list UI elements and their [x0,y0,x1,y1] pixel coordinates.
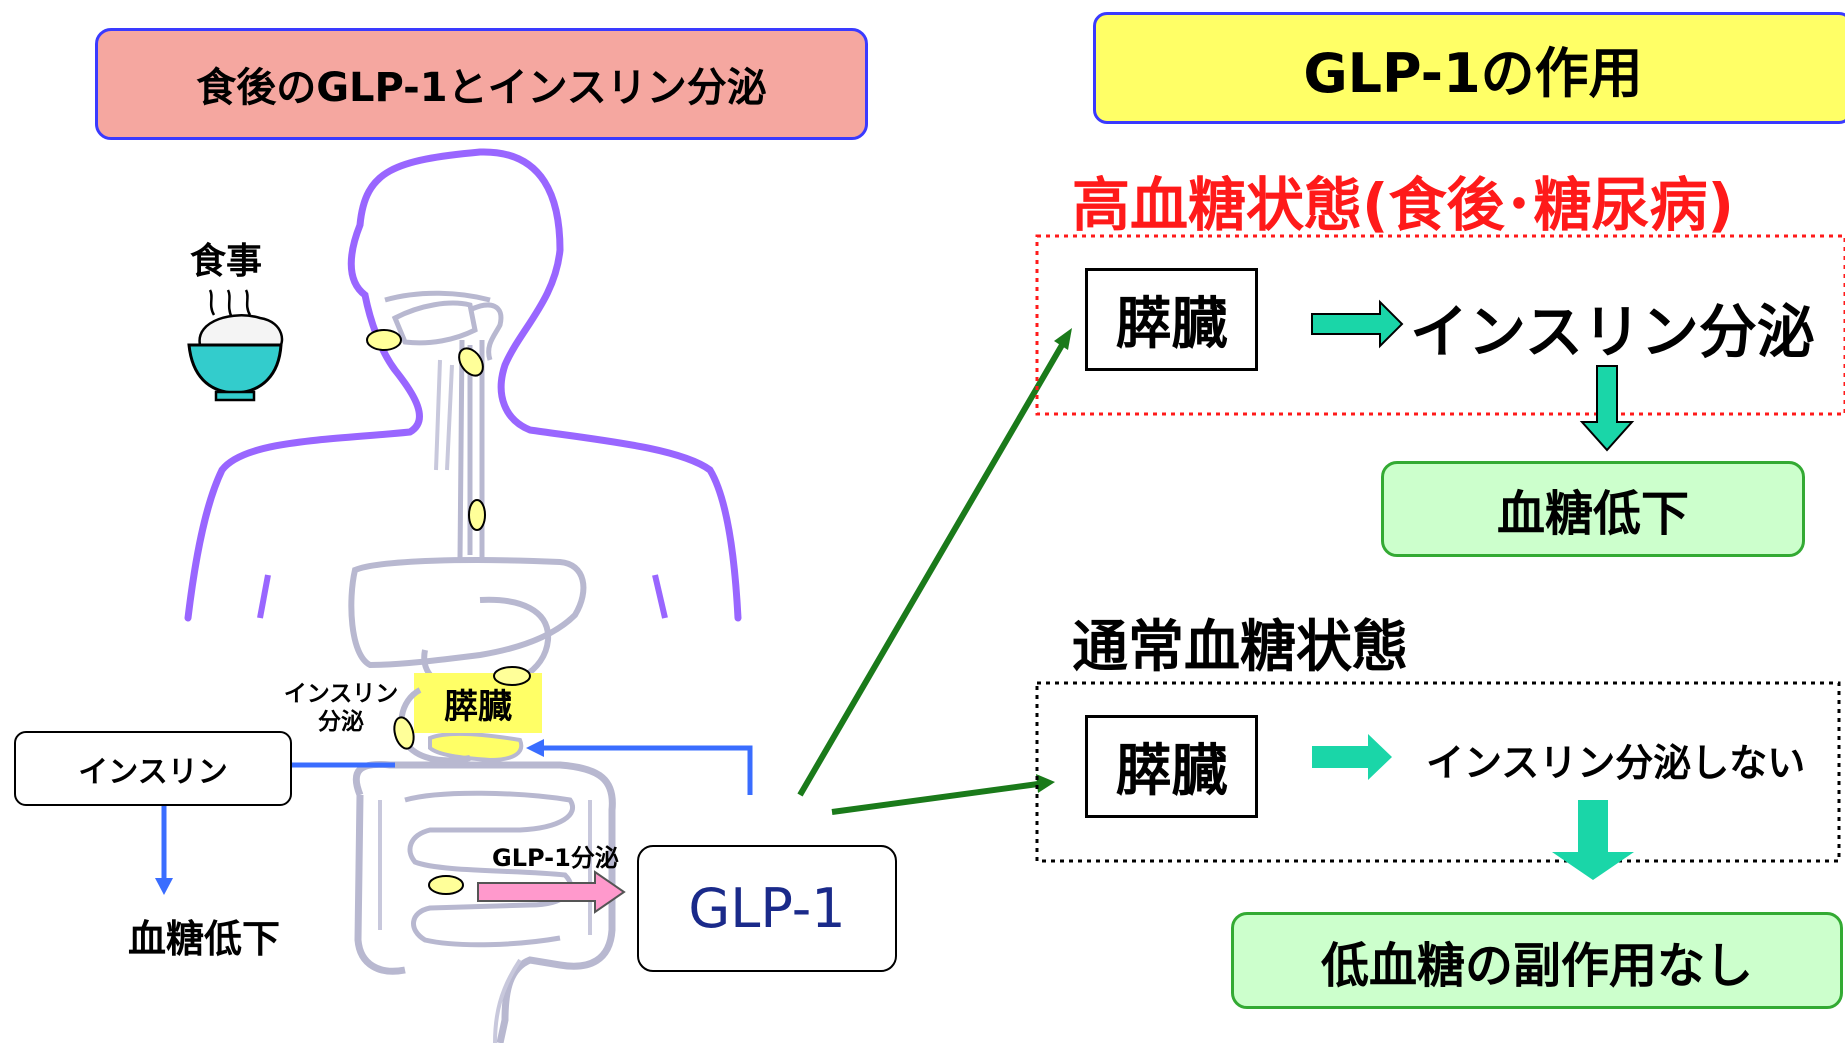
small-intestine [404,790,575,948]
teal-arrow-normo-horizontal [1312,734,1392,780]
pancreas-organ [428,731,524,763]
normoglycemia-heading: 通常血糖状態 [1072,615,1408,680]
food-dot-intestine [428,875,464,895]
green-arrowhead-hyperglycemia [1054,328,1072,350]
hyperglycemia-heading: 高血糖状態(食後･糖尿病) [1072,171,1735,239]
mouth-cavity [391,300,478,346]
food-dot-mouth [366,329,402,351]
large-intestine-inner [378,800,592,1043]
left-title: 食後のGLP-1とインスリン分泌 [95,28,868,140]
rice-bowl-icon [187,289,284,402]
pancreas-box-hyper: 膵臓 [1085,268,1258,371]
food-dot-throat [458,347,484,377]
green-arrow-to-hyperglycemia [797,343,1065,797]
food-dot-stomach [493,666,531,686]
no-hypoglycemia-box: 低血糖の副作用なし [1231,912,1843,1009]
teal-arrow-normo-down [1552,800,1634,880]
teal-arrow-hyper-down [1579,365,1635,452]
pink-arrow-glp1-secretion [477,870,626,914]
trachea [434,359,454,471]
hyperglycemia-dotted-box [1035,234,1845,416]
glp1-box: GLP-1 [637,845,897,972]
liver [348,557,587,669]
right-arm-line [652,574,668,619]
body-outline [184,148,742,622]
blue-arrowhead-down [155,878,173,895]
nasal-cavity [384,290,491,303]
food-dot-esophagus [468,499,486,531]
meal-label: 食事 [190,241,263,282]
insulin-box: インスリン [14,731,292,806]
green-arrow-to-normoglycemia [831,781,1039,815]
right-title: GLP-1の作用 [1093,12,1845,124]
throat-shape [468,302,504,361]
normoglycemia-dotted-box [1035,681,1841,863]
left-arm-line [257,574,271,619]
teal-arrow-hyper-horizontal [1311,299,1404,349]
blue-arrow-glp1-to-pancreas [540,745,753,795]
insulin-secretion-label: インスリン 分泌 [283,681,399,735]
pancreas-label-left: 膵臓 [444,686,512,727]
blood-sugar-down-label: 血糖低下 [128,917,281,961]
no-insulin-secretion-text: インスリン分泌しない [1426,741,1806,785]
blue-arrowhead-pancreas [526,739,544,757]
insulin-secretion-text-hyper: インスリン分泌 [1410,298,1815,366]
blood-sugar-down-box: 血糖低下 [1381,461,1805,557]
glp1-secretion-label: GLP-1分泌 [492,844,619,872]
food-dot-duodenum [393,716,415,750]
green-arrowhead-normoglycemia [1036,774,1055,793]
pancreas-box-normo: 膵臓 [1085,715,1258,818]
